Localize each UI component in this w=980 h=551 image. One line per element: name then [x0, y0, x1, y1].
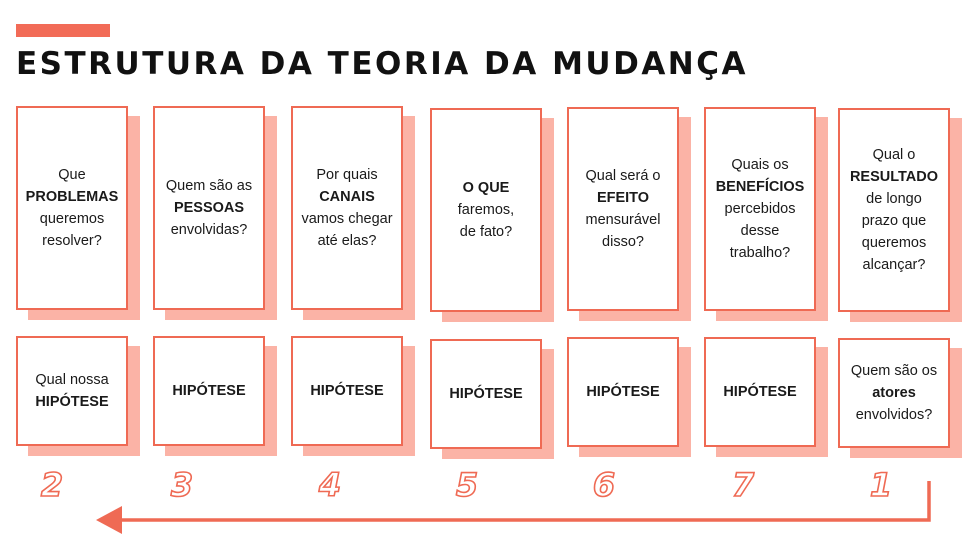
question-keyword: PESSOAS: [173, 200, 245, 216]
question-line: queremos: [861, 235, 927, 251]
question-line: Qual o: [872, 147, 916, 163]
hypothesis-keyword: HIPÓTESE: [586, 384, 660, 400]
question-card-face: Qual será o EFEITO mensurável disso?: [567, 107, 679, 311]
question-card-face: Quais os BENEFÍCIOS percebidos desse trabalh…: [704, 107, 816, 311]
question-line: percebidos: [724, 201, 796, 217]
question-card-face: Qual o RESULTADO de longo prazo que queremos…: [838, 108, 950, 312]
question-text: Quais os BENEFÍCIOS percebidos desse trabalh…: [716, 154, 805, 264]
hypothesis-card-face: HIPÓTESE: [291, 336, 403, 446]
hypothesis-card-4: HIPÓTESE: [430, 339, 554, 459]
hypothesis-keyword: HIPÓTESE: [172, 383, 246, 399]
hypothesis-text: HIPÓTESE: [723, 381, 796, 403]
hypothesis-text: HIPÓTESE: [310, 380, 383, 402]
question-line: disso?: [602, 234, 644, 250]
hypothesis-card-face: Quem são os atores envolvidos?: [838, 338, 950, 448]
step-number: 4: [318, 465, 342, 505]
question-line: trabalho?: [729, 245, 791, 261]
hypothesis-card-face: HIPÓTESE: [153, 336, 265, 446]
hypothesis-card-face: HIPÓTESE: [567, 337, 679, 447]
step-number: 5: [455, 465, 479, 505]
hypothesis-text: HIPÓTESE: [449, 383, 522, 405]
flow-arrow-line: [118, 481, 931, 522]
hypothesis-card-face: HIPÓTESE: [704, 337, 816, 447]
question-keyword: BENEFÍCIOS: [715, 179, 805, 195]
question-line: desse: [740, 223, 780, 239]
title-accent-bar: [16, 24, 110, 37]
question-keyword: RESULTADO: [849, 169, 939, 185]
question-line: Qual será o: [585, 168, 661, 184]
hypothesis-card-face: HIPÓTESE: [430, 339, 542, 449]
step-number: 3: [170, 465, 194, 505]
question-line: Que: [58, 167, 86, 183]
hypothesis-keyword: HIPÓTESE: [310, 383, 384, 399]
question-line: de longo: [866, 191, 922, 207]
hypothesis-card-3: HIPÓTESE: [291, 336, 415, 456]
question-text: Qual o RESULTADO de longo prazo que queremos…: [850, 144, 938, 276]
question-line: queremos: [39, 211, 105, 227]
page-title: ESTRUTURA DA TEORIA DA MUDANÇA: [16, 46, 748, 82]
question-line: prazo que: [861, 213, 927, 229]
hypothesis-keyword: HIPÓTESE: [35, 394, 109, 410]
hypothesis-line: Quem são os: [850, 363, 938, 379]
question-keyword: EFEITO: [596, 190, 650, 206]
question-card-face: O QUE faremos, de fato?: [430, 108, 542, 312]
step-number: 2: [40, 465, 64, 505]
question-card-face: Quem são as PESSOAS envolvidas?: [153, 106, 265, 310]
question-line: Quem são as: [165, 178, 253, 194]
question-line: alcançar?: [862, 257, 926, 273]
hypothesis-line: Qual nossa: [35, 372, 109, 388]
question-line: até elas?: [317, 233, 377, 249]
hypothesis-card-7: Quem são os atores envolvidos?: [838, 338, 962, 458]
hypothesis-text: HIPÓTESE: [586, 381, 659, 403]
hypothesis-text: Quem são os atores envolvidos?: [851, 360, 937, 426]
question-keyword: PROBLEMAS: [25, 189, 119, 205]
question-line: de fato?: [459, 224, 513, 240]
hypothesis-card-6: HIPÓTESE: [704, 337, 828, 457]
step-number: 1: [869, 465, 893, 505]
hypothesis-text: HIPÓTESE: [172, 380, 245, 402]
question-line: Quais os: [731, 157, 789, 173]
hypothesis-keyword: HIPÓTESE: [723, 384, 797, 400]
question-line: mensurável: [585, 212, 661, 228]
question-card-2: Quem são as PESSOAS envolvidas?: [153, 106, 277, 320]
step-number: 7: [731, 465, 755, 505]
question-card-7: Qual o RESULTADO de longo prazo que queremos…: [838, 108, 962, 322]
question-line: Por quais: [316, 167, 378, 183]
hypothesis-line: envolvidos?: [855, 407, 933, 423]
question-line: resolver?: [42, 233, 102, 249]
hypothesis-card-2: HIPÓTESE: [153, 336, 277, 456]
question-text: O QUE faremos, de fato?: [458, 177, 514, 243]
question-text: Quem são as PESSOAS envolvidas?: [166, 175, 252, 241]
question-line: vamos chegar: [301, 211, 393, 227]
question-text: Qual será o EFEITO mensurável disso?: [586, 165, 661, 253]
question-keyword: CANAIS: [319, 189, 375, 205]
hypothesis-keyword: atores: [872, 385, 916, 401]
hypothesis-card-5: HIPÓTESE: [567, 337, 691, 457]
question-line: envolvidas?: [170, 222, 248, 238]
question-card-4: O QUE faremos, de fato?: [430, 108, 554, 322]
question-card-5: Qual será o EFEITO mensurável disso?: [567, 107, 691, 321]
question-card-6: Quais os BENEFÍCIOS percebidos desse trabalh…: [704, 107, 828, 321]
question-line: faremos,: [457, 202, 515, 218]
flow-arrow-head: [96, 506, 122, 534]
hypothesis-keyword: HIPÓTESE: [449, 386, 523, 402]
question-keyword: O QUE: [462, 180, 510, 196]
step-number: 6: [592, 465, 616, 505]
